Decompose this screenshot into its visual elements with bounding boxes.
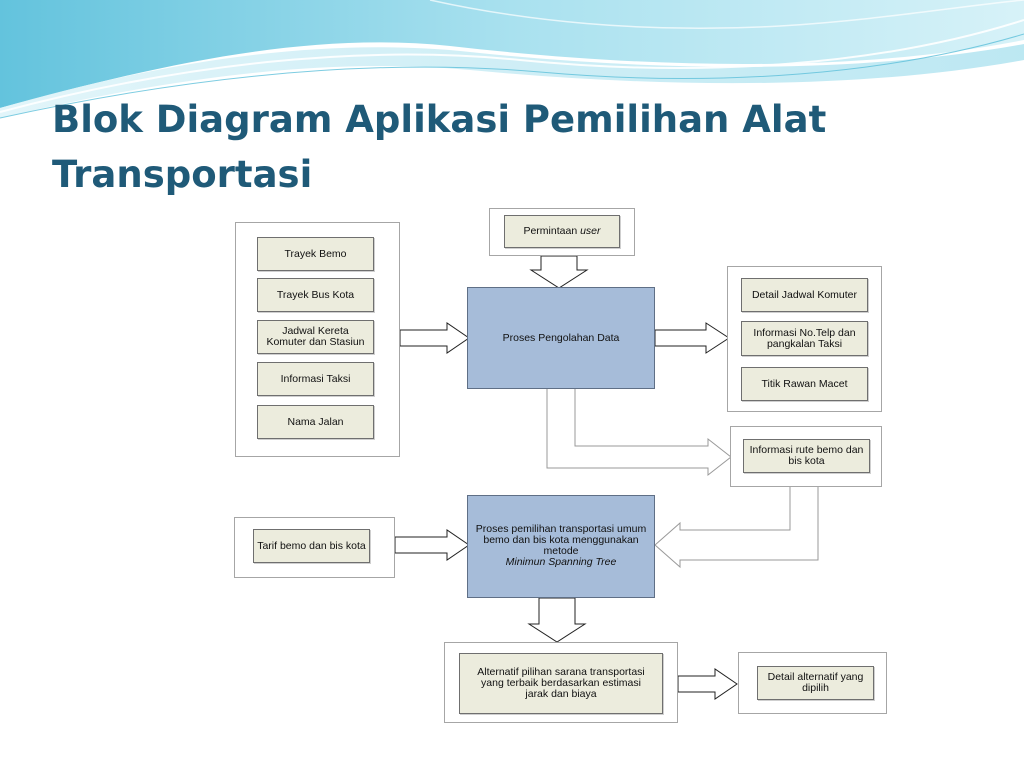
arrow-route-info-to-selection bbox=[654, 487, 819, 569]
source-trayek-bus-kota: Trayek Bus Kota bbox=[257, 278, 374, 312]
process-data-box: Proses Pengolahan Data bbox=[467, 287, 655, 389]
arrow-selection-to-alternatives bbox=[527, 597, 587, 643]
source-trayek-bemo: Trayek Bemo bbox=[257, 237, 374, 271]
output-detail-jadwal: Detail Jadwal Komuter bbox=[741, 278, 868, 312]
output-titik-rawan-macet: Titik Rawan Macet bbox=[741, 367, 868, 401]
source-nama-jalan: Nama Jalan bbox=[257, 405, 374, 439]
slide-title: Blok Diagram Aplikasi Pemilihan Alat Tra… bbox=[52, 98, 827, 196]
arrow-process-to-outputs bbox=[654, 322, 730, 354]
output-informasi-taksi: Informasi No.Telp dan pangkalan Taksi bbox=[741, 321, 868, 356]
tariff-box: Tarif bemo dan bis kota bbox=[253, 529, 370, 563]
request-box: Permintaan user bbox=[504, 215, 620, 248]
arrow-request-to-process bbox=[529, 255, 589, 289]
alternatives-box: Alternatif pilihan sarana transportasi y… bbox=[459, 653, 663, 714]
arrow-sources-to-process bbox=[399, 322, 470, 354]
header-wave-decoration bbox=[0, 0, 1024, 119]
arrow-tariff-to-selection bbox=[394, 529, 470, 561]
arrow-alternatives-to-detail bbox=[677, 668, 738, 700]
source-jadwal-kereta: Jadwal Kereta Komuter dan Stasiun bbox=[257, 320, 374, 354]
selection-process-box: Proses pemilihan transportasi umum bemo … bbox=[467, 495, 655, 598]
alternative-detail-box: Detail alternatif yang dipilih bbox=[757, 666, 874, 700]
route-info-box: Informasi rute bemo dan bis kota bbox=[743, 439, 870, 473]
source-informasi-taksi: Informasi Taksi bbox=[257, 362, 374, 396]
arrow-process-to-route-info bbox=[546, 389, 732, 477]
